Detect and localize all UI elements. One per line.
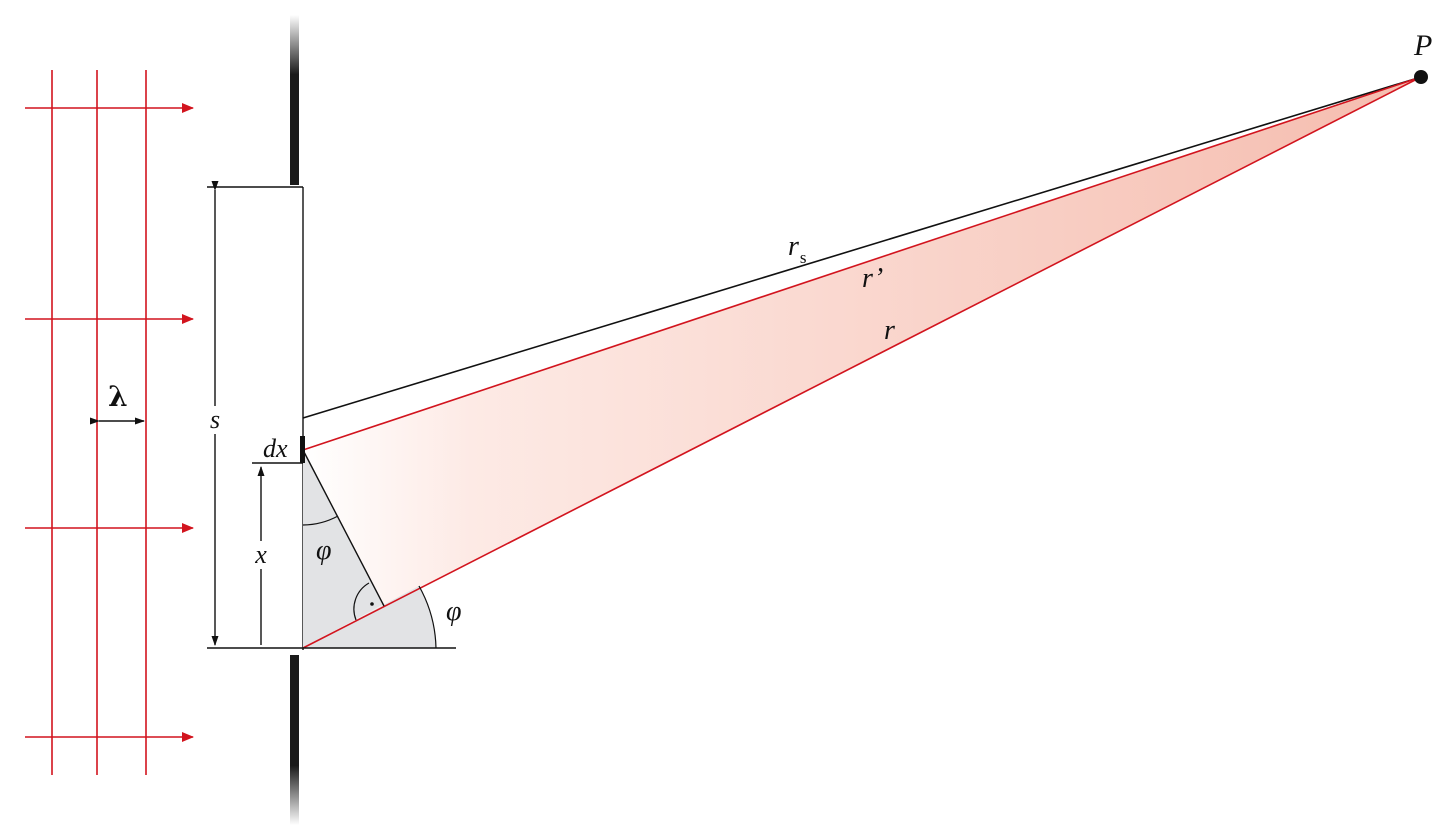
- wave-direction-arrows: [25, 103, 194, 742]
- slit-width-label: s: [210, 405, 220, 434]
- ray-r-label: r: [884, 315, 895, 346]
- phi-outer-arc: [418, 585, 437, 649]
- phi-inner-arc: [302, 515, 339, 526]
- ray-r-prime-label: r’: [862, 263, 883, 294]
- dx-element: [300, 436, 305, 463]
- right-angle-dot: [370, 602, 374, 606]
- wavelength-indicator: λ: [90, 380, 145, 425]
- phi-outer-label: φ: [446, 596, 462, 627]
- wavelength-label: λ: [108, 380, 128, 413]
- phi-inner-label: φ: [316, 535, 332, 566]
- ray-r: [302, 76, 1422, 649]
- path-difference-triangle: [303, 450, 384, 648]
- ray-r-s: [302, 76, 1422, 419]
- screen-upper-edge: [290, 15, 299, 185]
- right-angle-arc: [353, 582, 370, 621]
- x-position-label: x: [254, 540, 267, 569]
- perpendicular-line: [302, 449, 385, 607]
- incoming-wavefronts: [51, 70, 147, 775]
- slit-width-label-bg: [203, 406, 227, 434]
- screen: [290, 15, 304, 825]
- phi-angle-sector: [303, 586, 436, 648]
- ray-r-s-label: rs: [788, 231, 807, 267]
- observation-point: [1414, 70, 1428, 84]
- ray-r-prime: [302, 76, 1422, 451]
- dx-label: dx: [263, 434, 288, 463]
- screen-lower-edge: [290, 655, 299, 825]
- observation-point-label: P: [1413, 29, 1432, 62]
- x-label-bg: [250, 541, 272, 569]
